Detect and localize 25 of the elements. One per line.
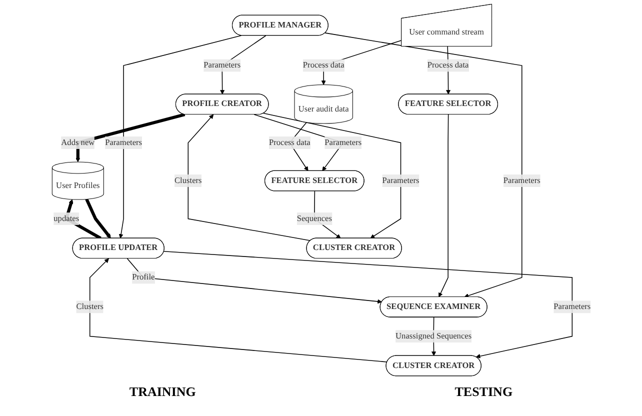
edge-label: Parameters <box>324 138 362 147</box>
edge-label: Sequences <box>296 214 332 223</box>
edge-label: Adds new <box>60 138 94 147</box>
edge-label: Parameters <box>203 60 240 70</box>
arrow <box>438 114 448 298</box>
section-label: TRAINING <box>129 384 196 400</box>
arrow <box>324 32 522 298</box>
section-label: TESTING <box>454 384 513 400</box>
edge-label: Profile <box>132 272 154 282</box>
edge-label: Unassigned Sequences <box>395 332 472 340</box>
edge-label: Clusters <box>76 302 104 312</box>
arrow <box>187 114 310 242</box>
arrow <box>118 35 242 238</box>
arrow <box>75 112 185 162</box>
edge-label: updates <box>53 214 79 223</box>
edge-label: Parameters <box>382 176 419 185</box>
edge-label: Clusters <box>174 176 202 185</box>
edge-label: Process data <box>268 138 310 147</box>
edge-label: Parameters <box>502 176 540 185</box>
edge-label: Parameters <box>553 302 590 312</box>
arrow <box>126 258 382 304</box>
arrow <box>89 258 388 362</box>
edge-label: Parameters <box>104 138 142 147</box>
edge-label: Process data <box>426 60 468 70</box>
edge-label: Process data <box>302 60 344 70</box>
